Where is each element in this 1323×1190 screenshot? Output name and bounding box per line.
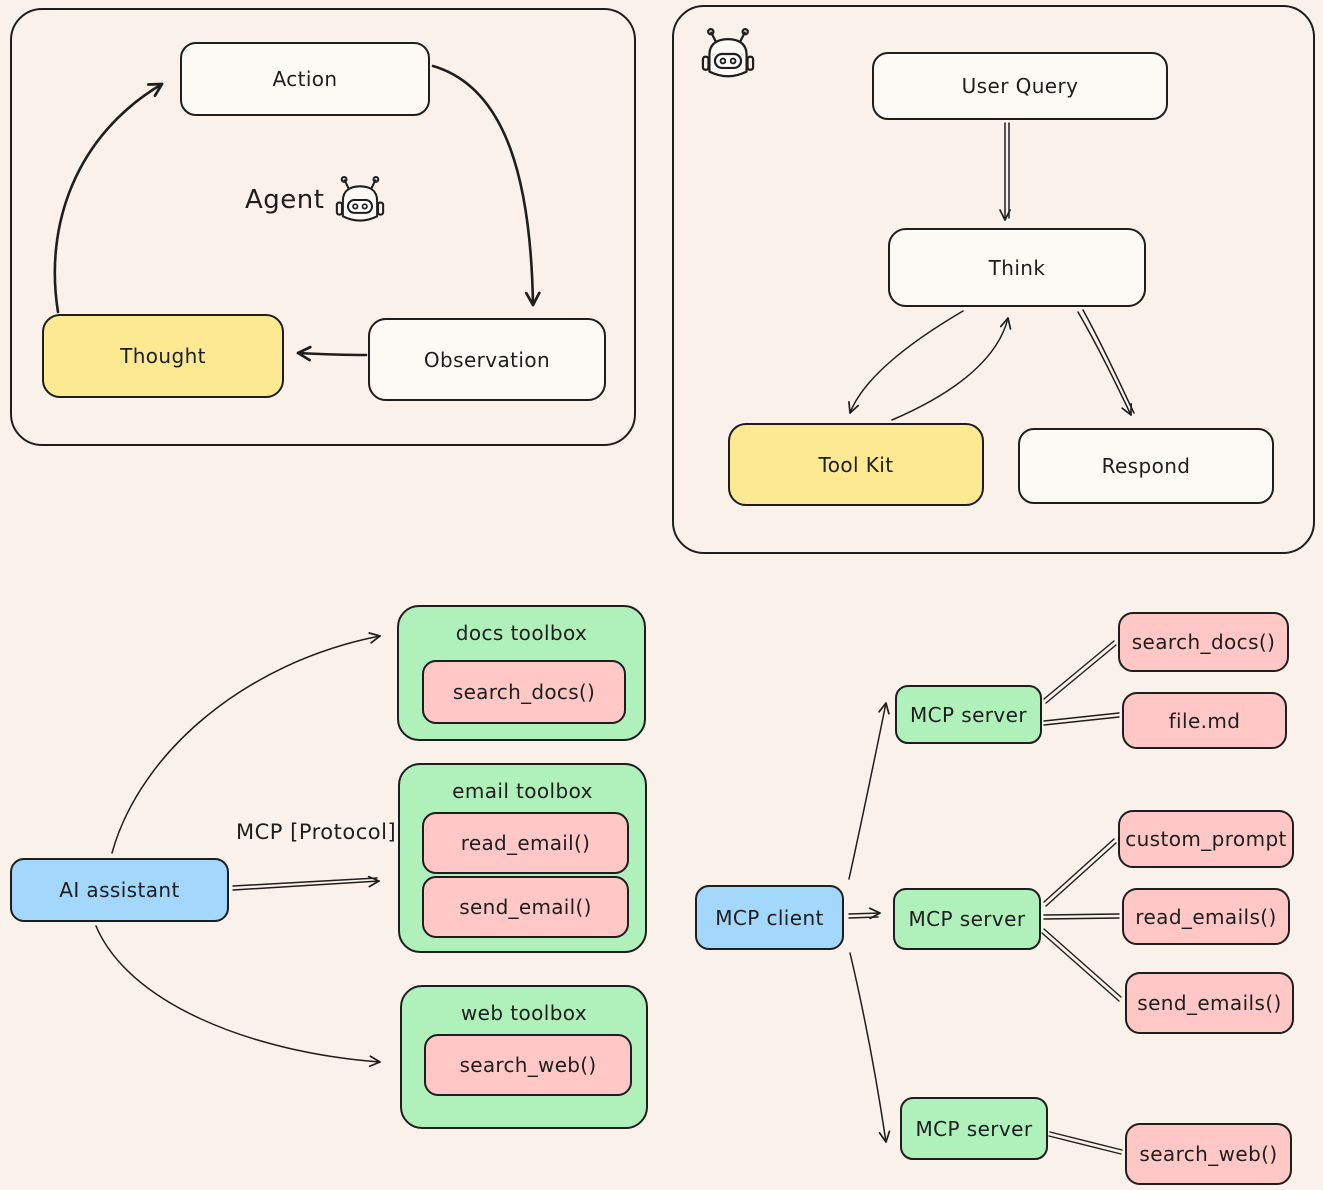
link-server3-searchweb [1049, 1131, 1123, 1151]
link-server1-searchdocs [1043, 640, 1115, 700]
node-user-query: User Query [872, 52, 1168, 120]
tool-search-web: search_web() [424, 1034, 632, 1096]
node-ai-assistant: AI assistant [10, 858, 229, 922]
resource-send-emails: send_emails() [1125, 972, 1294, 1034]
link-server2-reademails [1043, 913, 1120, 916]
email-toolbox-title: email toolbox [452, 779, 593, 803]
node-tool-kit-label: Tool Kit [818, 452, 894, 477]
tool-read-email: read_email() [422, 812, 629, 874]
resource-read-emails-label: read_emails() [1135, 904, 1277, 929]
node-mcp-server-2-label: MCP server [908, 907, 1026, 931]
node-mcp-server-3: MCP server [900, 1097, 1048, 1160]
node-respond-label: Respond [1101, 454, 1191, 478]
node-thought-label: Thought [120, 344, 206, 368]
node-mcp-server-2: MCP server [893, 888, 1041, 950]
robot-icon [701, 28, 755, 78]
resource-file-md: file.md [1122, 692, 1287, 749]
node-ai-assistant-label: AI assistant [59, 878, 180, 902]
agent-flow-panel [672, 5, 1315, 554]
arrow-assistant-to-web [95, 925, 381, 1068]
resource-search-web: search_web() [1125, 1123, 1292, 1185]
docs-toolbox-title: docs toolbox [455, 621, 588, 645]
node-mcp-server-3-label: MCP server [915, 1116, 1033, 1141]
arrow-assistant-to-email [232, 875, 380, 891]
resource-custom-prompt: custom_prompt [1118, 810, 1294, 868]
arrow-client-to-server2 [848, 907, 881, 920]
node-tool-kit: Tool Kit [728, 423, 984, 506]
node-mcp-server-1-label: MCP server [910, 702, 1027, 727]
web-toolbox-title: web toolbox [460, 1001, 588, 1025]
resource-file-md-label: file.md [1168, 708, 1241, 733]
node-mcp-server-1: MCP server [895, 685, 1042, 744]
node-mcp-client: MCP client [695, 885, 844, 950]
resource-search-docs-label: search_docs() [1131, 630, 1276, 654]
arrow-client-to-server1 [848, 702, 890, 880]
node-mcp-client-label: MCP client [715, 905, 824, 930]
agent-loop-panel [10, 8, 636, 446]
resource-send-emails-label: send_emails() [1137, 991, 1282, 1015]
node-observation-label: Observation [423, 347, 551, 372]
agent-title-label: Agent [245, 185, 325, 215]
agent-title: Agent [245, 172, 386, 228]
link-server1-filemd [1043, 712, 1120, 722]
resource-search-web-label: search_web() [1139, 1142, 1278, 1166]
tool-search-web-label: search_web() [459, 1053, 597, 1077]
protocol-label: MCP [Protocol] [236, 820, 397, 844]
node-action: Action [180, 42, 430, 116]
node-user-query-label: User Query [961, 74, 1079, 98]
node-think-label: Think [988, 255, 1046, 280]
tool-read-email-label: read_email() [460, 831, 591, 855]
tool-send-email-label: send_email() [459, 895, 592, 919]
link-server2-sendemails [1043, 928, 1122, 998]
node-thought: Thought [42, 314, 284, 398]
email-toolbox: email toolbox read_email() send_email() [398, 763, 647, 953]
link-server2-customprompt [1043, 838, 1115, 903]
tool-search-docs-label: search_docs() [452, 680, 596, 704]
docs-toolbox: docs toolbox search_docs() [397, 605, 646, 741]
node-action-label: Action [272, 67, 338, 91]
tool-search-docs: search_docs() [422, 660, 626, 724]
web-toolbox: web toolbox search_web() [400, 985, 648, 1129]
resource-read-emails: read_emails() [1122, 888, 1290, 945]
resource-custom-prompt-label: custom_prompt [1125, 827, 1287, 851]
node-respond: Respond [1018, 428, 1274, 504]
node-observation: Observation [368, 318, 606, 401]
tool-send-email: send_email() [422, 876, 629, 938]
arrow-client-to-server3 [849, 952, 891, 1143]
node-think: Think [888, 228, 1146, 307]
robot-icon [336, 176, 385, 222]
resource-search-docs: search_docs() [1118, 612, 1289, 672]
